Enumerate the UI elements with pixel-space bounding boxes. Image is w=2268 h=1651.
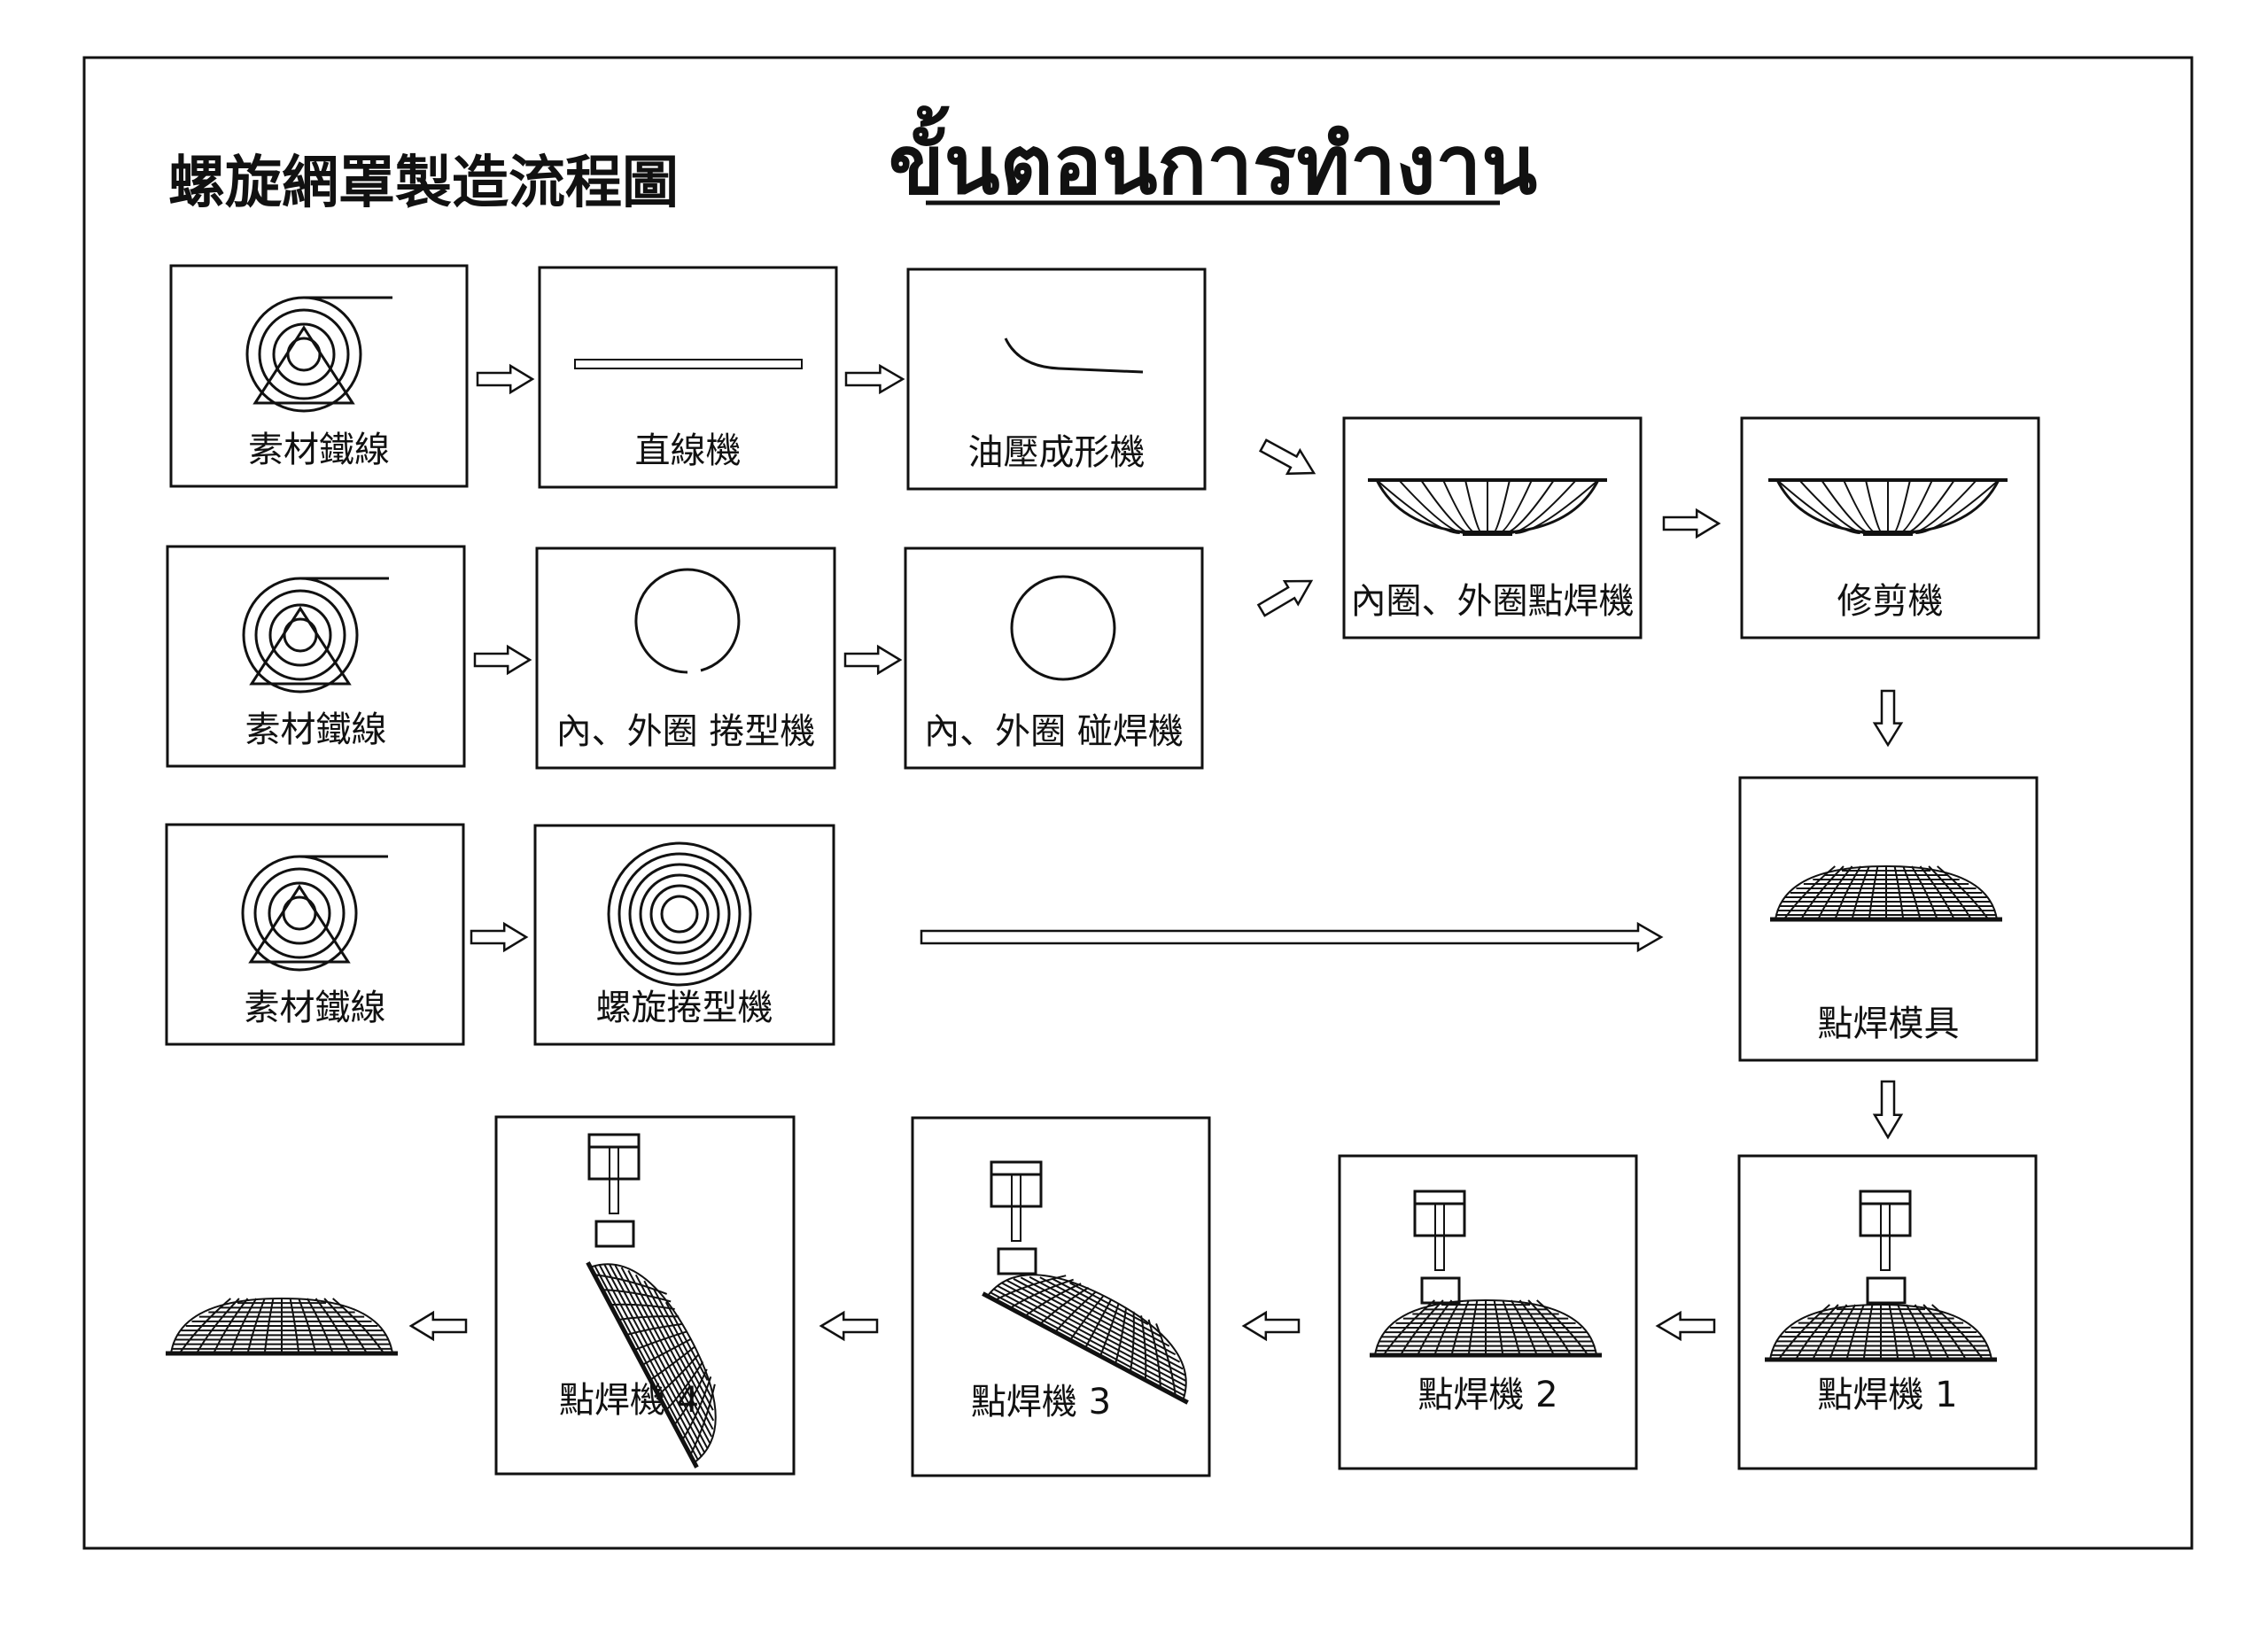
ring-butt-welder-illustration (1010, 575, 1116, 681)
flow-arrow-icon (476, 363, 535, 395)
step-label: 螺旋捲型機 (596, 988, 773, 1028)
step-trimmer: 修剪機 (1740, 416, 2040, 639)
flow-arrow-icon (819, 1310, 879, 1342)
step-box (533, 824, 835, 1046)
chinese-title: 螺旋網罩製造流程圖 (168, 150, 679, 216)
ring-roller-illustration (634, 568, 741, 674)
step-spiral-roller: 螺旋捲型機 (533, 824, 835, 1046)
flow-arrow-icon (1655, 1310, 1716, 1342)
step-box (1342, 416, 1643, 639)
thai-title: ขั้นตอนการทำงาน (889, 105, 1537, 213)
spiral-roller-illustration (607, 841, 752, 987)
ring-spot-welder-illustration (1368, 478, 1607, 536)
step-label: 素材鐵線 (248, 430, 390, 470)
outer-frame (82, 56, 2194, 1550)
step-spot-welder-1: 點焊機 1 (1737, 1154, 2038, 1470)
step-spot-welder-4: 點焊機 4 (494, 1115, 796, 1476)
step-spot-welder-3: 點焊機 3 (911, 1116, 1211, 1477)
spot-welder-3-illustration (982, 1160, 1189, 1405)
flow-arrow-icon (920, 921, 1664, 953)
step-label: 內、外圈 碰焊機 (924, 711, 1184, 752)
flow-arrow-icon (1258, 438, 1317, 476)
finished-mesh-guard (166, 1297, 398, 1356)
straightener-illustration (574, 359, 803, 369)
flow-arrow-icon (1256, 579, 1314, 617)
step-welding-jig: 點焊模具 (1738, 776, 2039, 1062)
step-straightener: 直線機 (538, 266, 838, 489)
step-ring-spot-welder: 內圈、外圈點焊機 (1342, 416, 1643, 639)
spot-welder-2-illustration (1370, 1190, 1602, 1358)
step-wire-3: 素材鐵線 (165, 823, 465, 1046)
flow-arrow-icon (1872, 689, 1904, 748)
flow-arrow-icon (473, 644, 532, 676)
step-ring-butt-welder: 內、外圈 碰焊機 (904, 546, 1204, 770)
step-box (535, 546, 836, 770)
step-box (169, 264, 469, 488)
step-label: 點焊機 1 (1817, 1375, 1957, 1415)
step-box (166, 545, 466, 768)
step-label: 內、外圈 捲型機 (556, 711, 816, 752)
flow-arrow-icon (408, 1310, 468, 1342)
step-label: 修剪機 (1837, 581, 1944, 622)
step-box (1740, 416, 2040, 639)
spot-welder-4-illustration (586, 1133, 717, 1469)
step-label: 素材鐵線 (245, 709, 387, 750)
step-label: 油壓成形機 (968, 432, 1146, 473)
wire-1-illustration (245, 296, 392, 413)
step-hydraulic-former: 油壓成形機 (906, 267, 1207, 491)
flow-arrow-icon (1241, 1310, 1301, 1342)
step-box (911, 1116, 1211, 1477)
step-box (906, 267, 1207, 491)
step-box (904, 546, 1204, 770)
flow-arrow-icon (470, 921, 529, 953)
step-label: 素材鐵線 (245, 988, 386, 1028)
welding-jig-illustration (1770, 864, 2002, 922)
step-spot-welder-2: 點焊機 2 (1338, 1154, 1638, 1470)
step-box (538, 266, 838, 489)
flow-arrow-icon (844, 363, 905, 395)
step-box (1338, 1154, 1638, 1470)
step-wire-1: 素材鐵線 (169, 264, 469, 488)
step-label: 直線機 (635, 430, 742, 471)
hydraulic-former-illustration (1004, 337, 1144, 374)
step-label: 點焊機 4 (559, 1380, 699, 1421)
step-box (1737, 1154, 2038, 1470)
step-label: 點焊模具 (1818, 1004, 1960, 1044)
trimmer-illustration (1768, 478, 2008, 536)
flow-arrow-icon (843, 644, 903, 676)
step-wire-2: 素材鐵線 (166, 545, 466, 768)
step-box (165, 823, 465, 1046)
wire-3-illustration (241, 855, 388, 972)
step-label: 點焊機 2 (1418, 1375, 1557, 1415)
wire-2-illustration (242, 577, 389, 694)
step-label: 內圈、外圈點焊機 (1351, 581, 1635, 622)
step-label: 點焊機 3 (971, 1382, 1111, 1422)
flow-arrow-icon (1662, 508, 1721, 539)
step-ring-roller: 內、外圈 捲型機 (535, 546, 836, 770)
spot-welder-1-illustration (1765, 1190, 1997, 1362)
flow-arrow-icon (1872, 1080, 1904, 1140)
